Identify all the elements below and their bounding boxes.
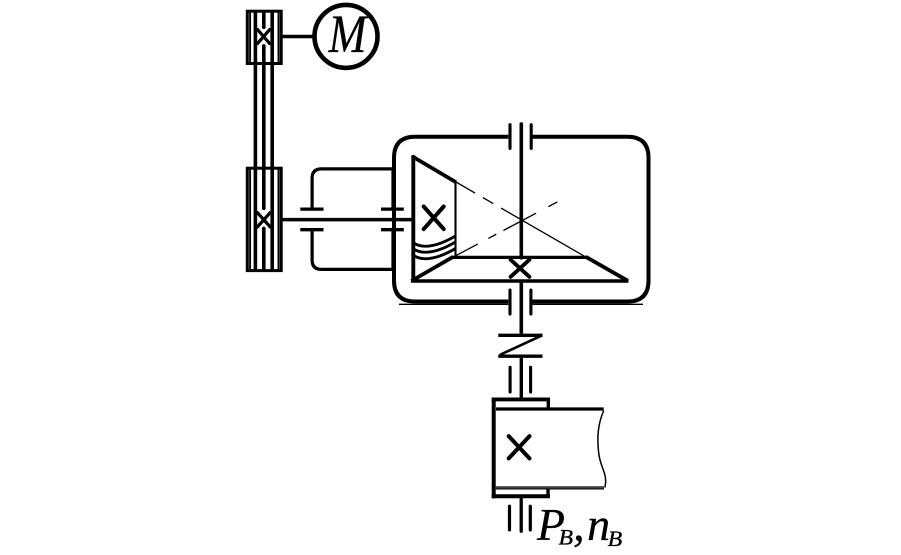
pinion-hub-arcs bbox=[412, 234, 457, 261]
pinion-cross-icon-line-2 bbox=[421, 204, 446, 232]
belt-drive bbox=[245, 9, 283, 273]
wheel-cross-icon bbox=[508, 257, 532, 279]
output-bearing-block bbox=[491, 397, 550, 499]
pinion-top-cone bbox=[411, 154, 457, 184]
diagram-tspan-3: , bbox=[573, 499, 585, 550]
housing-outline bbox=[392, 134, 651, 304]
big-pulley-cross-icon-line-2 bbox=[255, 211, 272, 229]
bearing-bottom-icon bbox=[508, 288, 533, 316]
big-pulley-cross-icon bbox=[255, 211, 272, 229]
bevel-pinion bbox=[411, 154, 457, 281]
diagram-tspan-5: В bbox=[608, 526, 623, 551]
pitch-line-ascending bbox=[452, 199, 561, 258]
bearing-top-icon bbox=[508, 123, 533, 150]
block-cross-icon-line-2 bbox=[506, 434, 532, 461]
electric-motor: M bbox=[312, 2, 380, 71]
pinion-cross-icon bbox=[421, 204, 446, 232]
motor-shaft bbox=[281, 34, 315, 39]
diagram-tspan-2: В bbox=[559, 525, 574, 550]
small-pulley-cross-icon bbox=[255, 28, 272, 46]
coupling-bracket-bottom bbox=[310, 229, 394, 271]
bearing-above-block-icon bbox=[508, 365, 533, 394]
wheel-cross-icon-line-2 bbox=[508, 257, 532, 279]
bearing-below-block-icon bbox=[507, 504, 532, 532]
wheel-left-cone bbox=[410, 255, 455, 283]
pinion-hub-arcs-path-1 bbox=[412, 234, 457, 248]
diagram-tspan-1: P bbox=[536, 499, 565, 550]
pinion-hub-arcs-path-3 bbox=[412, 247, 457, 261]
wheel-right-cone bbox=[584, 255, 629, 283]
small-pulley-cross-icon-line-2 bbox=[255, 28, 272, 46]
coupling-z-diagonal bbox=[499, 334, 542, 356]
belt bbox=[253, 10, 275, 272]
pitch-cone-lines bbox=[452, 181, 587, 258]
motor-label: M bbox=[328, 4, 369, 64]
reducer-housing bbox=[392, 134, 651, 305]
diagram-tspan-4: n bbox=[587, 499, 610, 550]
output-drive-shaft bbox=[495, 407, 607, 490]
pinion-hub-arcs-path-2 bbox=[412, 240, 457, 254]
break-line bbox=[597, 410, 607, 488]
output-label: PВ,nВ bbox=[536, 499, 622, 551]
coupling-bracket-top bbox=[310, 167, 394, 210]
bevel-wheel bbox=[410, 255, 629, 283]
lower-coupling bbox=[498, 333, 543, 358]
block-cross-icon bbox=[506, 434, 532, 461]
pitch-line-descending bbox=[455, 181, 587, 258]
